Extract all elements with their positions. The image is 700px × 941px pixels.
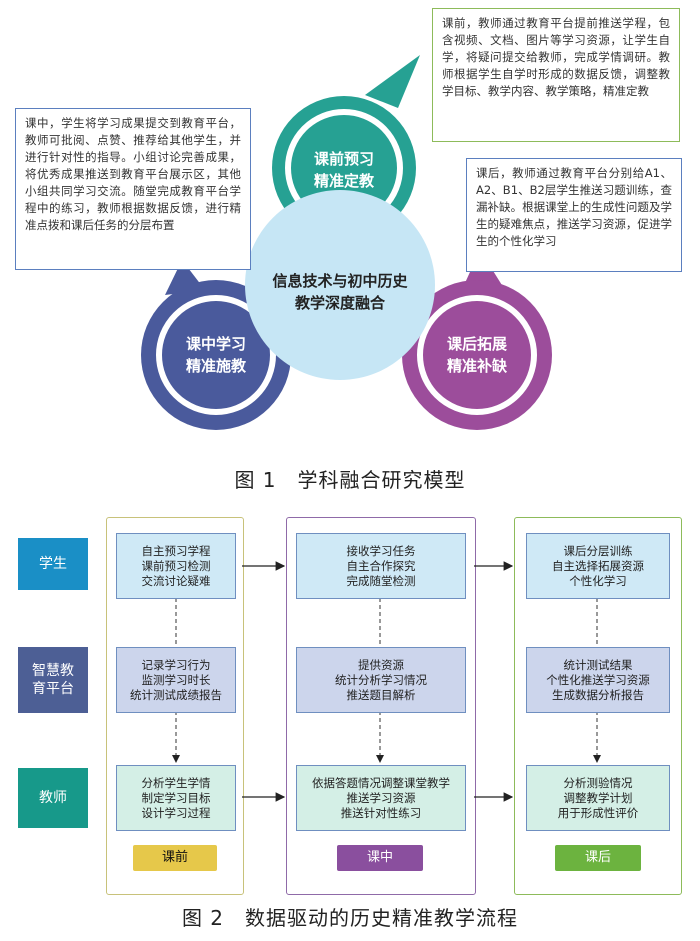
left-circle-line-2: 精准施教 xyxy=(185,357,246,375)
cell-text: 设计学习过程 xyxy=(141,805,211,820)
cell-text: 记录学习行为 xyxy=(141,657,211,672)
column-frame-after xyxy=(514,517,682,895)
lane-student: 学生 xyxy=(18,538,88,590)
tag-in-class: 课中 xyxy=(337,845,423,871)
top-circle-label: 课前预习 精准定教 xyxy=(296,148,392,192)
cell-text: 调整教学计划 xyxy=(563,790,633,805)
cell-during-platform: 提供资源 统计分析学习情况 推送题目解析 xyxy=(296,647,466,713)
cell-text: 推送针对性练习 xyxy=(340,805,422,820)
cell-text: 课后分层训练 xyxy=(563,543,633,558)
center-circle-shape xyxy=(245,190,435,380)
callout-in-class: 课中，学生将学习成果提交到教育平台，教师可批阅、点赞、推荐给其他学生，并进行针对… xyxy=(15,108,251,270)
top-circle-line-1: 课前预习 xyxy=(313,150,374,168)
center-title-line-2: 教学深度融合 xyxy=(294,294,385,312)
cell-text: 完成随堂检测 xyxy=(346,573,416,588)
cell-text: 接收学习任务 xyxy=(346,543,416,558)
cell-during-student: 接收学习任务 自主合作探究 完成随堂检测 xyxy=(296,533,466,599)
cell-after-teacher: 分析测验情况 调整教学计划 用于形成性评价 xyxy=(526,765,670,831)
right-circle-shape xyxy=(402,250,552,430)
tag-before-class: 课前 xyxy=(133,845,217,871)
center-title: 信息技术与初中历史 教学深度融合 xyxy=(260,270,420,314)
figure-2-caption: 图 2 数据驱动的历史精准教学流程 xyxy=(181,906,519,930)
right-circle-line-2: 精准补缺 xyxy=(446,357,507,375)
cell-text: 提供资源 xyxy=(358,657,404,672)
cell-text: 统计测试结果 xyxy=(563,657,633,672)
cell-before-student: 自主预习学程 课前预习检测 交流讨论疑难 xyxy=(116,533,236,599)
cell-text: 推送学习资源 xyxy=(346,790,416,805)
column-frame-before xyxy=(106,517,244,895)
cell-text: 依据答题情况调整课堂教学 xyxy=(312,775,450,790)
callout-after-class-text: 课后，教师通过教育平台分别给A1、A2、B1、B2层学生推送习题训练，查漏补缺。… xyxy=(476,166,672,248)
cell-before-platform: 记录学习行为 监测学习时长 统计测试成绩报告 xyxy=(116,647,236,713)
lane-teacher: 教师 xyxy=(18,768,88,828)
cell-after-platform: 统计测试结果 个性化推送学习资源 生成数据分析报告 xyxy=(526,647,670,713)
cell-after-student: 课后分层训练 自主选择拓展资源 个性化学习 xyxy=(526,533,670,599)
column-frame-during xyxy=(286,517,476,895)
top-circle-line-2: 精准定教 xyxy=(313,172,374,190)
cell-before-teacher: 分析学生学情 制定学习目标 设计学习过程 xyxy=(116,765,236,831)
figure-1-caption: 图 1 学科融合研究模型 xyxy=(234,468,466,492)
callout-before-class: 课前，教师通过教育平台提前推送学程，包含视频、文档、图片等学习资源，让学生自学，… xyxy=(432,8,680,142)
left-circle-label: 课中学习 精准施教 xyxy=(166,333,266,377)
cell-text: 课前预习检测 xyxy=(141,558,211,573)
cell-during-teacher: 依据答题情况调整课堂教学 推送学习资源 推送针对性练习 xyxy=(296,765,466,831)
cell-text: 自主选择拓展资源 xyxy=(552,558,644,573)
cell-text: 制定学习目标 xyxy=(141,790,211,805)
cell-text: 个性化推送学习资源 xyxy=(546,672,650,687)
cell-text: 监测学习时长 xyxy=(141,672,211,687)
flow-arrows xyxy=(172,561,601,802)
center-title-line-1: 信息技术与初中历史 xyxy=(272,272,408,290)
callout-after-class: 课后，教师通过教育平台分别给A1、A2、B1、B2层学生推送习题训练，查漏补缺。… xyxy=(466,158,682,272)
cell-text: 分析测验情况 xyxy=(563,775,633,790)
cell-text: 用于形成性评价 xyxy=(557,805,639,820)
tag-after-class: 课后 xyxy=(555,845,641,871)
cell-text: 自主合作探究 xyxy=(346,558,416,573)
callout-before-class-text: 课前，教师通过教育平台提前推送学程，包含视频、文档、图片等学习资源，让学生自学，… xyxy=(442,16,670,98)
cell-text: 推送题目解析 xyxy=(346,687,416,702)
right-circle-label: 课后拓展 精准补缺 xyxy=(427,333,527,377)
cell-text: 统计测试成绩报告 xyxy=(130,687,222,702)
cell-text: 个性化学习 xyxy=(569,573,627,588)
cell-text: 分析学生学情 xyxy=(141,775,211,790)
right-circle-line-1: 课后拓展 xyxy=(446,335,507,353)
cell-text: 自主预习学程 xyxy=(141,543,211,558)
cell-text: 统计分析学习情况 xyxy=(335,672,427,687)
figure-1-graphics xyxy=(141,55,552,430)
lane-platform: 智慧教育平台 xyxy=(18,647,88,713)
left-circle-line-1: 课中学习 xyxy=(185,335,246,353)
callout-in-class-text: 课中，学生将学习成果提交到教育平台，教师可批阅、点赞、推荐给其他学生，并进行针对… xyxy=(25,116,241,232)
cell-text: 交流讨论疑难 xyxy=(141,573,211,588)
cell-text: 生成数据分析报告 xyxy=(552,687,644,702)
